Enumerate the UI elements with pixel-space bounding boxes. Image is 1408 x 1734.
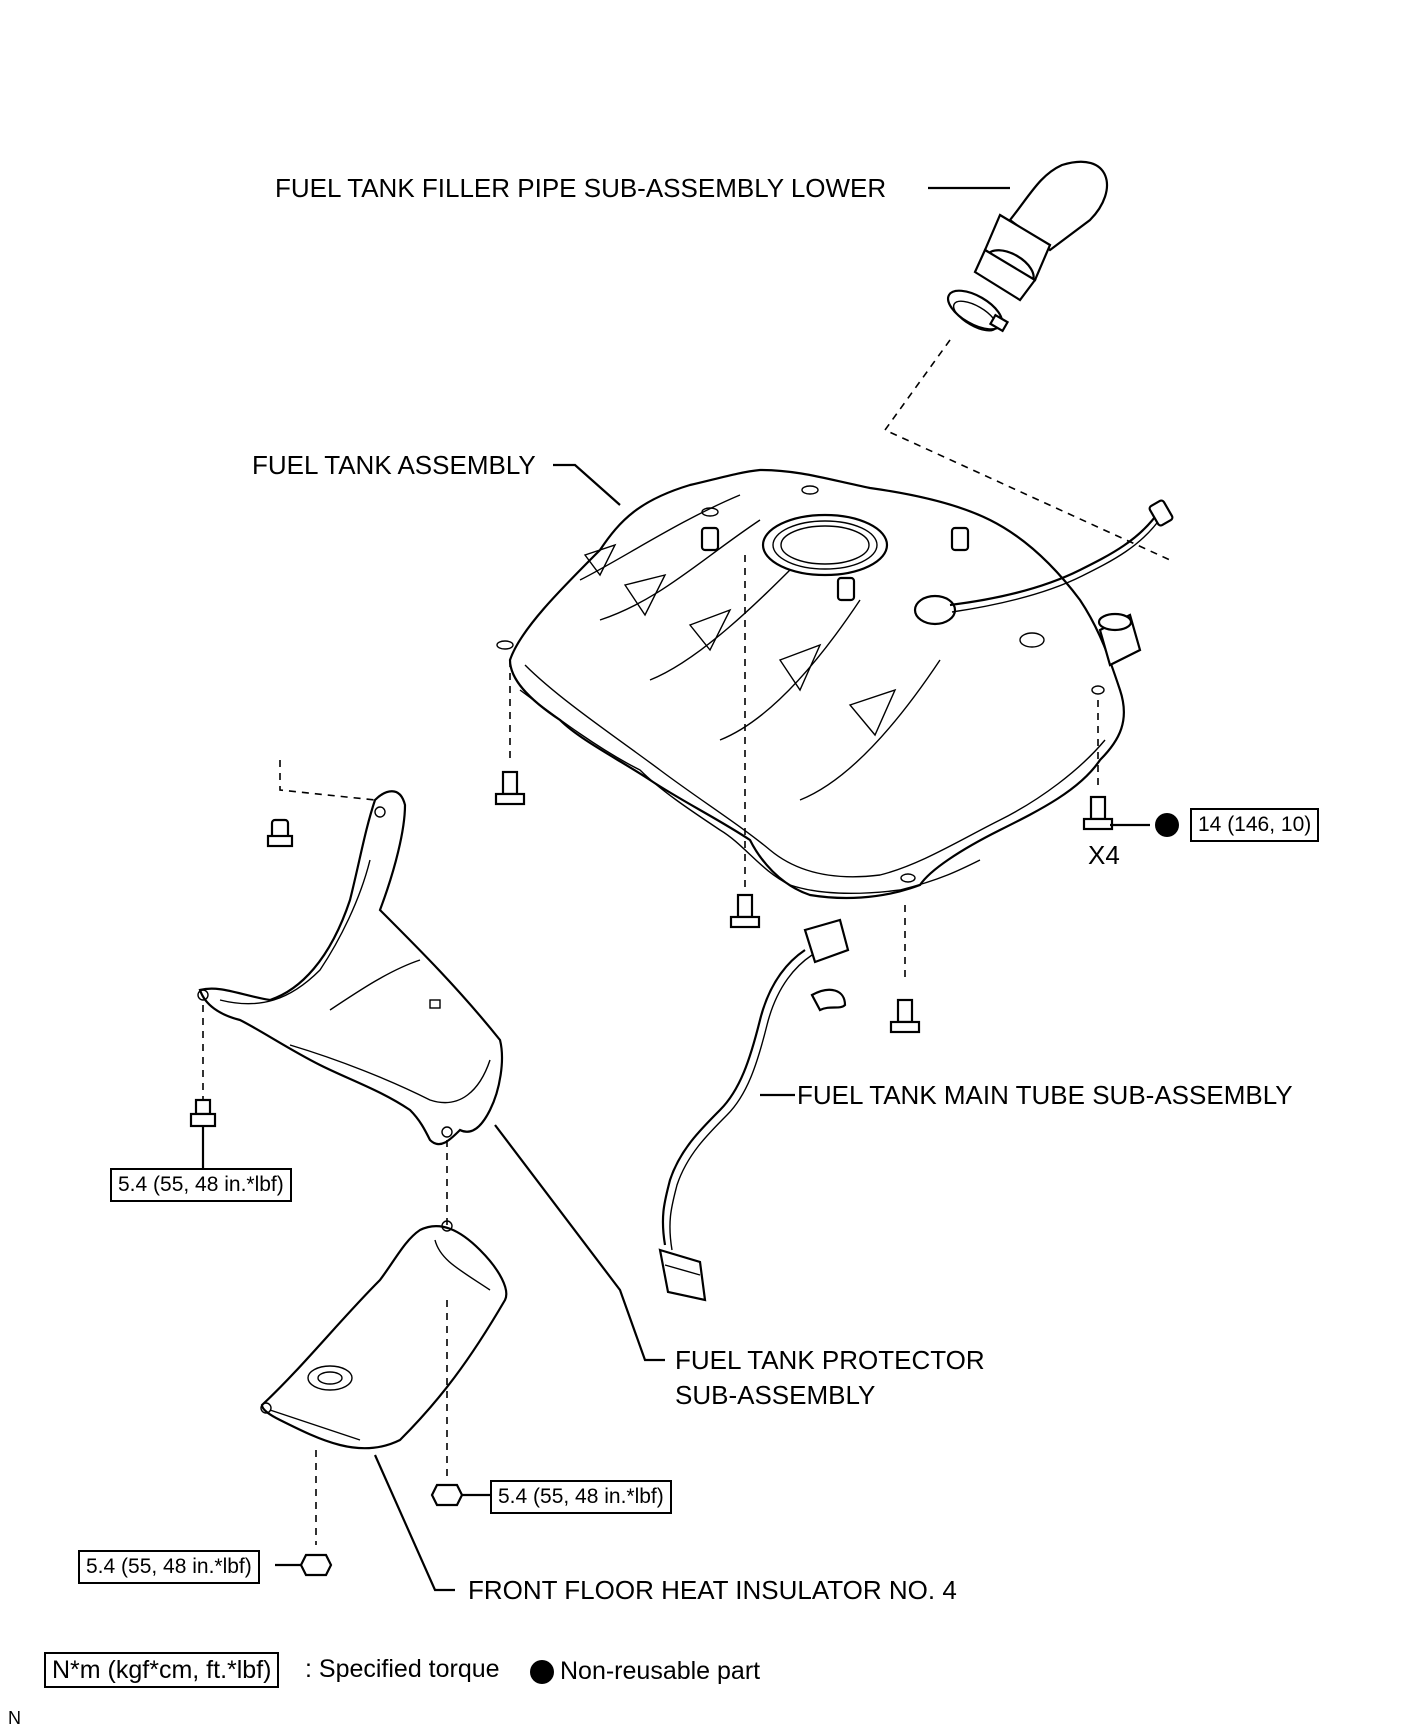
protector-bolts-drawing <box>189 818 294 1128</box>
protector-leader <box>494 1124 665 1362</box>
protector-label-line2: SUB-ASSEMBLY <box>675 1380 876 1410</box>
insulator-nuts-drawing <box>299 1483 464 1577</box>
legend-torque-box: N*m (kgf*cm, ft.*lbf) <box>44 1652 280 1688</box>
main-tube-drawing <box>658 918 850 1302</box>
legend-torque-text: : Specified torque <box>305 1655 500 1683</box>
insulator-label: FRONT FLOOR HEAT INSULATOR NO. 4 <box>468 1575 957 1605</box>
filler-pipe-label: FUEL TANK FILLER PIPE SUB-ASSEMBLY LOWER <box>275 173 887 203</box>
insulator-drawing <box>260 1220 508 1450</box>
fuel-tank-label: FUEL TANK ASSEMBLY <box>252 450 536 480</box>
tank-bolts-drawing <box>494 770 1114 1034</box>
protector-label-line1: FUEL TANK PROTECTOR <box>675 1345 985 1375</box>
fuel-tank-leader <box>553 463 621 506</box>
corner-mark: N <box>8 1708 21 1728</box>
fuel-tank-drawing <box>496 468 1174 900</box>
legend-nonreusable-dot-icon <box>530 1660 554 1684</box>
torque-box-insulator-nut-right: 5.4 (55, 48 in.*lbf) <box>490 1480 672 1514</box>
torque-box-insulator-nut-left: 5.4 (55, 48 in.*lbf) <box>78 1550 260 1584</box>
legend-nonreusable-text: Non-reusable part <box>560 1657 761 1685</box>
torque-box-tank-bolts: 14 (146, 10) <box>1190 808 1320 842</box>
protector-drawing <box>197 790 504 1146</box>
nonreusable-dot-icon <box>1155 813 1179 837</box>
filler-pipe-drawing <box>946 160 1108 333</box>
bolt-quantity-label: X4 <box>1088 840 1120 870</box>
main-tube-label: FUEL TANK MAIN TUBE SUB-ASSEMBLY <box>797 1080 1293 1110</box>
torque-box-protector-bolt: 5.4 (55, 48 in.*lbf) <box>110 1168 292 1202</box>
insulator-leader <box>373 1454 455 1592</box>
